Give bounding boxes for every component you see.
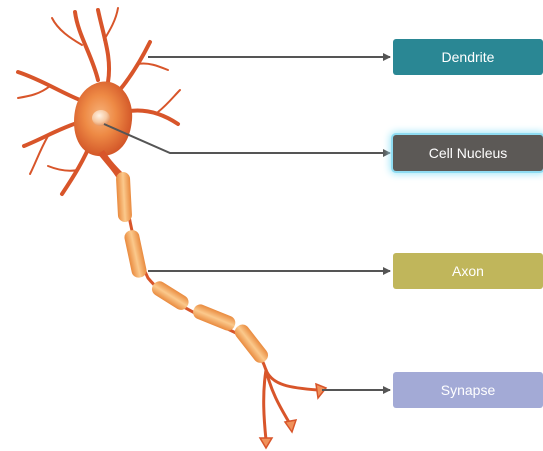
myelin-segment xyxy=(191,302,237,332)
myelin-segment xyxy=(116,172,133,223)
dendrite-branch xyxy=(104,8,118,40)
synaptic-knobs xyxy=(260,384,326,448)
dendrite-branch xyxy=(18,86,50,98)
nucleus-pointer xyxy=(104,124,390,153)
cell-nucleus xyxy=(92,110,110,126)
myelin-segment xyxy=(123,229,148,279)
terminal-branch xyxy=(266,370,318,390)
synapse-label: Synapse xyxy=(393,372,543,408)
terminal-branch xyxy=(264,370,266,440)
axon-label: Axon xyxy=(393,253,543,289)
myelin-segment xyxy=(149,279,191,313)
myelin-sheath xyxy=(116,172,271,366)
cell-nucleus-label: Cell Nucleus xyxy=(393,135,543,171)
dendrite-branch xyxy=(118,42,150,92)
terminal-branch xyxy=(266,370,290,424)
dendrite-branch xyxy=(48,166,78,171)
dendrite-label: Dendrite xyxy=(393,39,543,75)
synaptic-knob xyxy=(285,420,296,432)
dendrite-branch xyxy=(98,10,109,82)
dendrite-branch xyxy=(158,90,180,112)
dendrite-branch xyxy=(75,12,98,80)
myelin-segment xyxy=(232,322,271,366)
dendrite-branch xyxy=(24,122,80,146)
synaptic-knob xyxy=(260,438,272,448)
dendrite-branch xyxy=(138,63,168,70)
